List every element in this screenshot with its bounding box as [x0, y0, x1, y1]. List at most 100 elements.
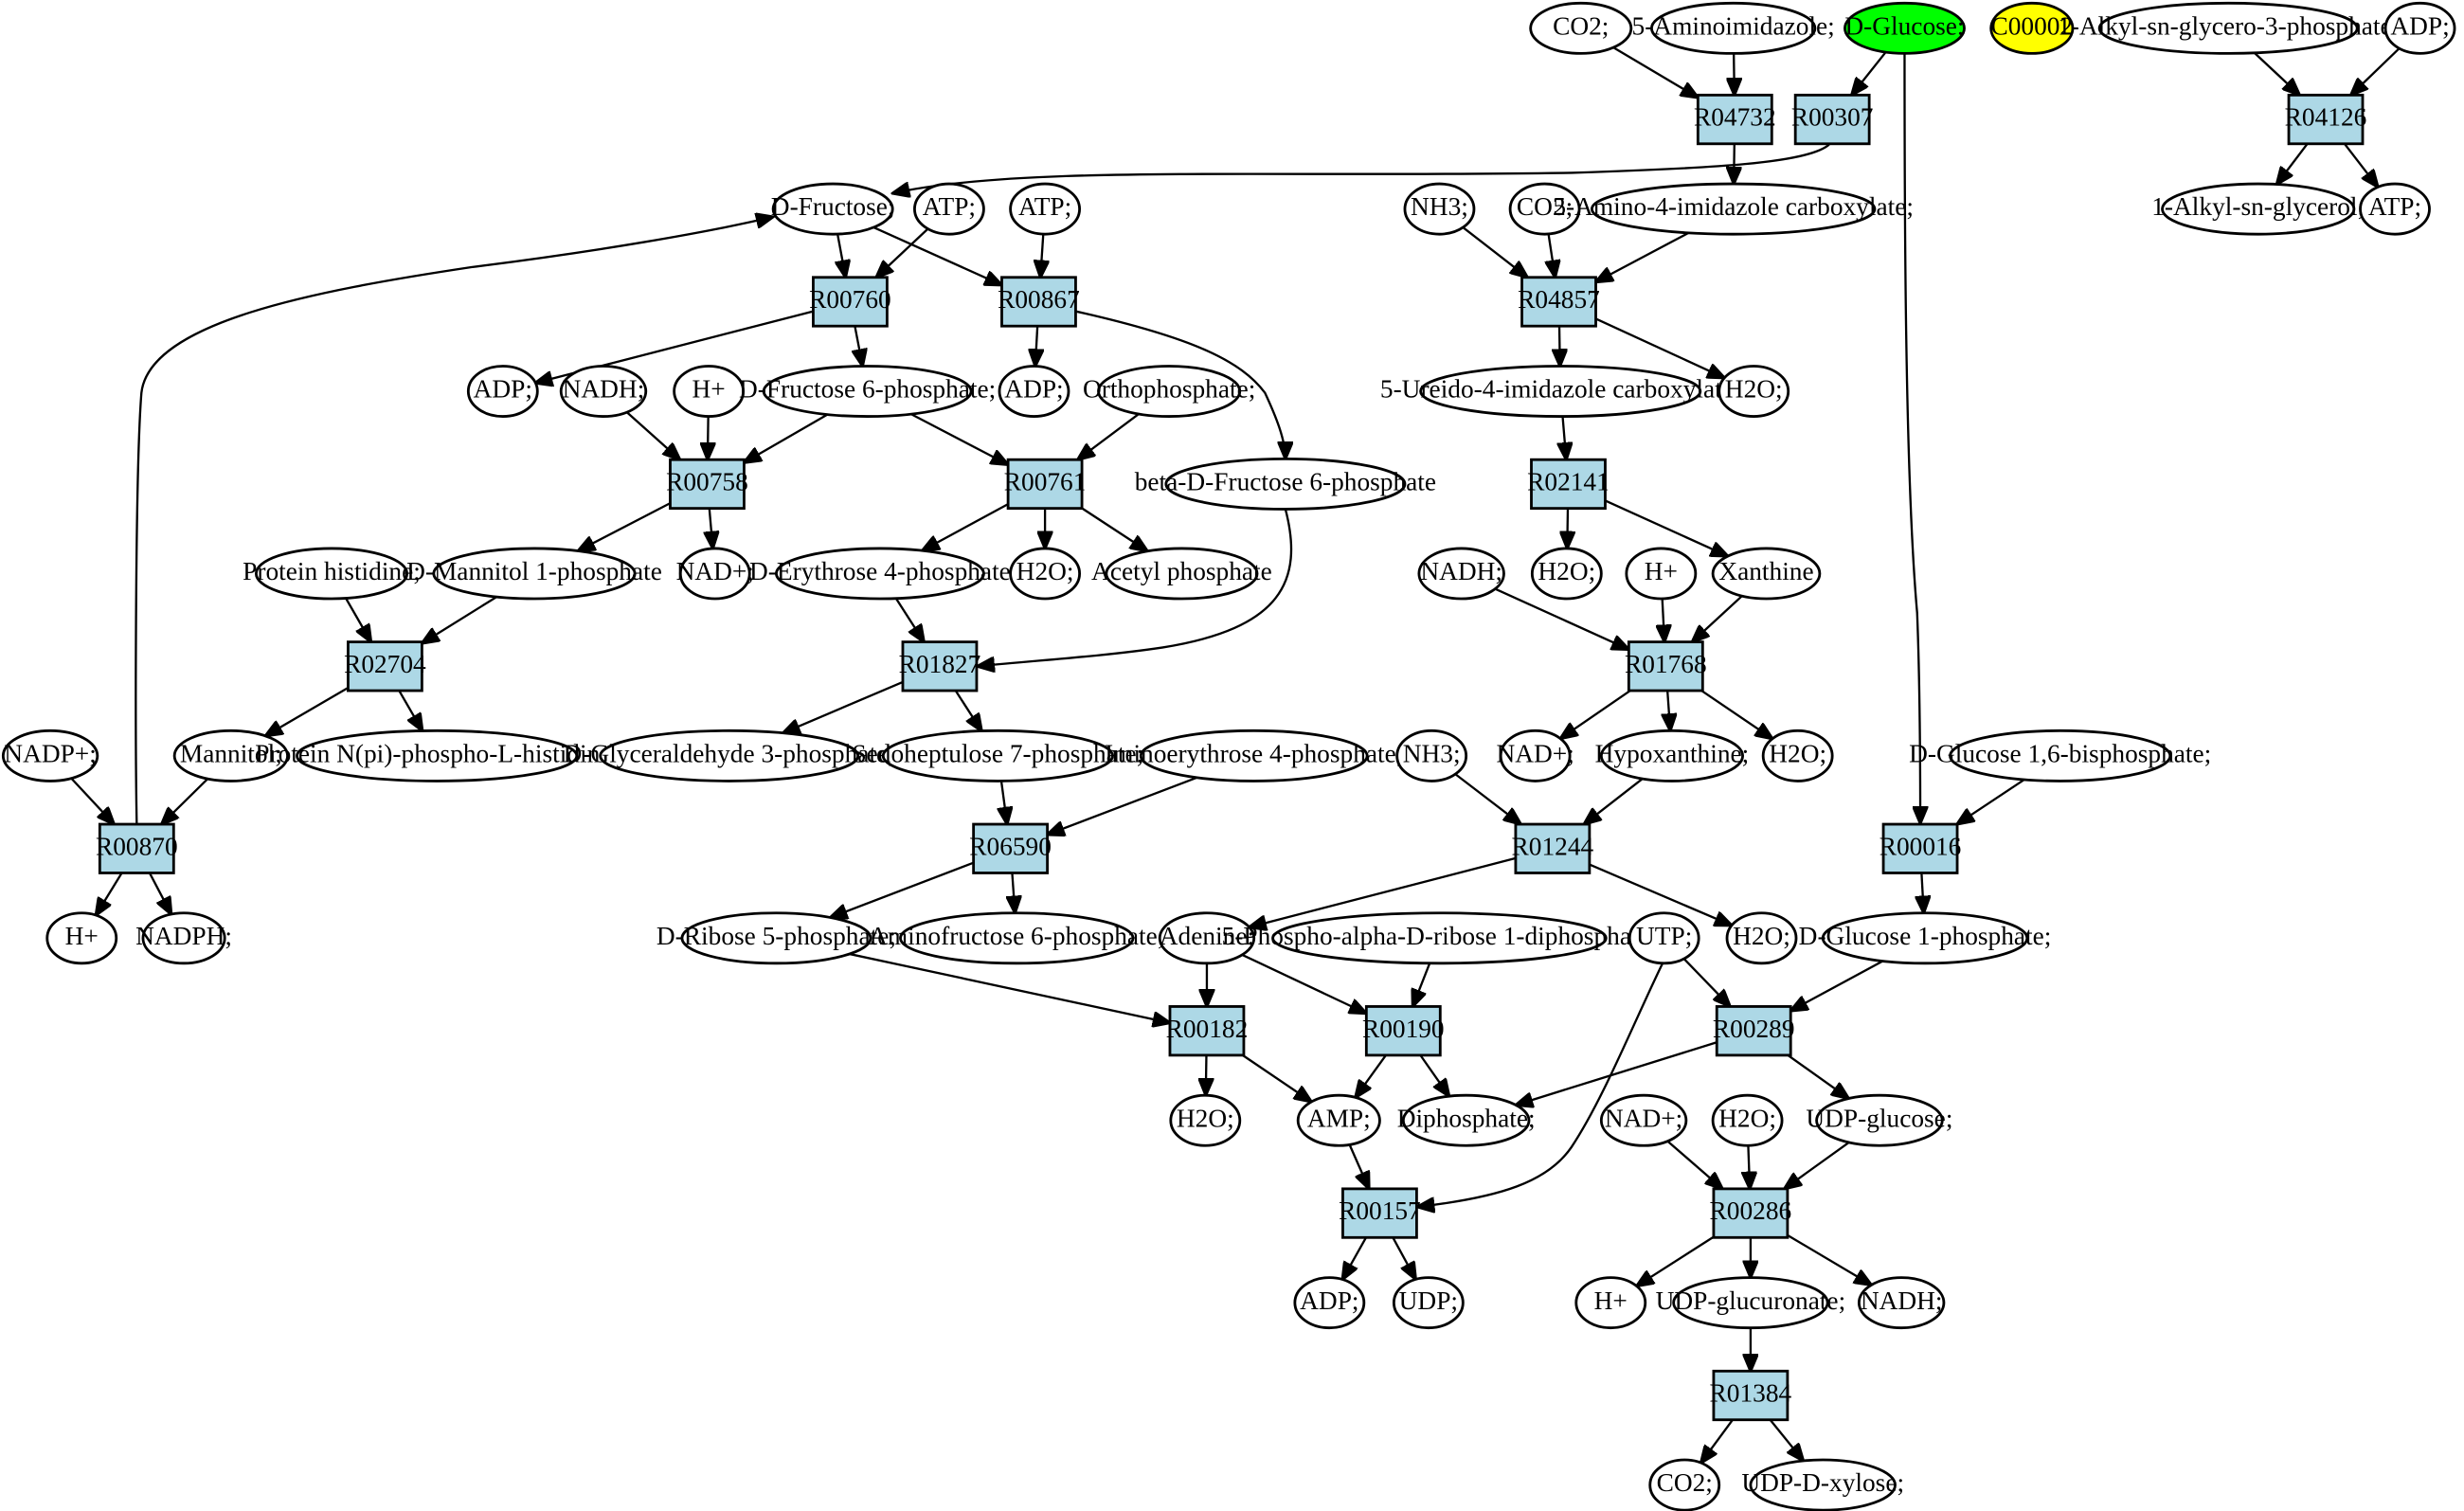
reaction-r00016[interactable]: R00016 — [1879, 822, 1962, 874]
reaction-box — [1520, 276, 1597, 328]
reaction-r00190[interactable]: R00190 — [1362, 1005, 1445, 1057]
compound-h2o-g[interactable]: H2O; — [1711, 1093, 1784, 1147]
compound-xanthine[interactable]: Xanthine — [1711, 547, 1822, 601]
compound-label: NH3; — [1403, 740, 1461, 768]
reaction-r02704[interactable]: R02704 — [344, 640, 426, 693]
compound-c00002[interactable]: C00002 — [1989, 1, 2075, 55]
reaction-r01768[interactable]: R01768 — [1625, 640, 1707, 693]
compound-nadh-a[interactable]: NADH; — [559, 365, 648, 418]
compound-nadplus-c[interactable]: NAD+; — [1599, 1093, 1688, 1147]
compound-adp-d[interactable]: ADP; — [1293, 1276, 1366, 1330]
compound-iminoerythrose4p[interactable]: Iminoerythrose 4-phosphate; — [1105, 729, 1403, 782]
compound-orthophosphate[interactable]: Orthophosphate; — [1083, 365, 1255, 418]
compound-udp[interactable]: UDP; — [1392, 1276, 1465, 1330]
reaction-r00870[interactable]: R00870 — [96, 822, 178, 874]
compound-udpglucuronate[interactable]: UDP-glucuronate; — [1656, 1276, 1846, 1330]
compound-h2o-d[interactable]: H2O; — [1761, 729, 1834, 782]
compound-proteinhistidine[interactable]: Protein histidine; — [243, 547, 421, 601]
compound-co2-b[interactable]: CO2; — [1508, 182, 1581, 236]
compound-h2o-a[interactable]: H2O; — [1718, 365, 1790, 418]
compound-mannitol1p[interactable]: D-Mannitol 1-phosphate — [406, 547, 662, 601]
compound-nh3-b[interactable]: NH3; — [1395, 729, 1468, 782]
reaction-box — [98, 822, 175, 874]
compound-nh3-a[interactable]: NH3; — [1403, 182, 1476, 236]
compound-acetylphosphate[interactable]: Acetyl phosphate — [1091, 547, 1272, 601]
compound-adenine[interactable]: Adenine; — [1158, 911, 1256, 965]
reaction-r00157[interactable]: R00157 — [1339, 1187, 1421, 1239]
compound-ellipse — [1403, 182, 1476, 236]
compound-hplus-c[interactable]: H+ — [45, 911, 118, 965]
edge-nadh_b-to-R01768 — [1494, 587, 1628, 650]
reaction-r00867[interactable]: R00867 — [998, 276, 1080, 328]
reaction-r01827[interactable]: R01827 — [899, 640, 981, 693]
compound-sedoheptulose7p[interactable]: Sedoheptulose 7-phosphate; — [852, 729, 1143, 782]
compound-hplus-b[interactable]: H+ — [1625, 547, 1698, 601]
compound-atp-c[interactable]: ATP; — [2359, 182, 2431, 236]
compound-h2o-c[interactable]: H2O; — [1530, 547, 1603, 601]
compound-hplus-d[interactable]: H+ — [1574, 1276, 1647, 1330]
compound-h2o-b[interactable]: H2O; — [1009, 547, 1082, 601]
compound-ellipse — [775, 547, 985, 601]
reaction-r00758[interactable]: R00758 — [666, 458, 748, 511]
compound-adp-c[interactable]: ADP; — [998, 365, 1070, 418]
compound-atp-b[interactable]: ATP; — [1009, 182, 1082, 236]
reaction-r00307[interactable]: R00307 — [1791, 93, 1874, 146]
compound-nadpplus[interactable]: NADP+; — [1, 729, 99, 782]
compound-nadph[interactable]: NADPH; — [135, 911, 232, 965]
compound-nadh-b[interactable]: NADH; — [1417, 547, 1505, 601]
compound-dfructose6p[interactable]: D-Fructose 6-phosphate; — [739, 365, 996, 418]
reaction-r00286[interactable]: R00286 — [1710, 1187, 1792, 1239]
compound-h2o-f[interactable]: H2O; — [1169, 1093, 1242, 1147]
compound-hplus-a[interactable]: H+ — [673, 365, 746, 418]
compound-atp-a[interactable]: ATP; — [913, 182, 985, 236]
reaction-r04857[interactable]: R04857 — [1518, 276, 1600, 328]
compound-erythrose4p[interactable]: D-Erythrose 4-phosphate — [749, 547, 1011, 601]
compound-udpxylose[interactable]: UDP-D-xylose; — [1741, 1458, 1904, 1511]
reaction-r02141[interactable]: R02141 — [1527, 458, 1610, 511]
compound-nadplus-b[interactable]: NAD+; — [1496, 729, 1574, 782]
compound-dglucose[interactable]: D-Glucose; — [1844, 1, 1966, 55]
compound-co2-a[interactable]: CO2; — [1529, 1, 1633, 55]
compound-utp[interactable]: UTP; — [1628, 911, 1700, 965]
compound-alkylglycero3p[interactable]: 1-Alkyl-sn-glycero-3-phosphate; — [2058, 1, 2399, 55]
compound-adp-a[interactable]: ADP; — [2383, 1, 2456, 55]
compound-aminofructose6p[interactable]: Aminofructose 6-phosphate; — [869, 911, 1164, 965]
edge-R00758-to-mannitol1p — [578, 502, 672, 550]
compound-mannitol[interactable]: Mannitol; — [172, 729, 289, 782]
compound-adp-b[interactable]: ADP; — [466, 365, 539, 418]
compound-ellipse — [1672, 1276, 1829, 1330]
compound-betafructose6p[interactable]: beta-D-Fructose 6-phosphate — [1135, 457, 1436, 511]
compound-alkylglycerol[interactable]: 1-Alkyl-sn-glycerol; — [2151, 182, 2365, 236]
reaction-box — [1000, 276, 1077, 328]
reaction-r01244[interactable]: R01244 — [1512, 822, 1594, 874]
reaction-r04126[interactable]: R04126 — [2285, 93, 2367, 146]
compound-aminoimidazolecarb[interactable]: 5-Amino-4-imidazole carboxylate; — [1553, 182, 1914, 236]
compound-h2o-e[interactable]: H2O; — [1725, 911, 1798, 965]
compound-diphosphate[interactable]: Diphosphate; — [1397, 1093, 1536, 1147]
compound-prpp[interactable]: 5-Phospho-alpha-D-ribose 1-diphosphate; — [1222, 911, 1658, 965]
compound-glyceraldehyde3p[interactable]: D-Glyceraldehyde 3-phosphate; — [564, 729, 895, 782]
reaction-r01384[interactable]: R01384 — [1710, 1369, 1792, 1422]
compound-hypoxanthine[interactable]: Hypoxanthine; — [1595, 729, 1750, 782]
reaction-r00761[interactable]: R00761 — [1004, 458, 1087, 511]
compound-dglucose16bp[interactable]: D-Glucose 1,6-bisphosphate; — [1909, 729, 2211, 782]
reaction-label: R00761 — [1004, 468, 1087, 496]
compound-dribose5p[interactable]: D-Ribose 5-phosphate; — [656, 911, 896, 965]
compound-label: 5-Amino-4-imidazole carboxylate; — [1553, 192, 1914, 221]
compound-amp[interactable]: AMP; — [1296, 1093, 1381, 1147]
reaction-r00182[interactable]: R00182 — [1166, 1005, 1249, 1057]
compound-co2-c[interactable]: CO2; — [1648, 1458, 1721, 1511]
compound-ellipse — [1529, 1, 1633, 55]
compound-udpglucose[interactable]: UDP-glucose; — [1806, 1093, 1952, 1147]
compound-nadh-c[interactable]: NADH; — [1857, 1276, 1946, 1330]
compound-dglucose1p[interactable]: D-Glucose 1-phosphate; — [1799, 911, 2052, 965]
compound-dfructose[interactable]: D-Fructose; — [771, 182, 895, 236]
compound-ureido[interactable]: 5-Ureido-4-imidazole carboxylate; — [1380, 365, 1741, 418]
reaction-r00760[interactable]: R00760 — [809, 276, 891, 328]
compound-proteinnpi[interactable]: Protein N(pi)-phospho-L-histidine; — [255, 729, 619, 782]
reaction-r06590[interactable]: R06590 — [969, 822, 1052, 874]
compound-nadplus-a[interactable]: NAD+; — [676, 547, 754, 601]
reaction-r04732[interactable]: R04732 — [1694, 93, 1776, 146]
reaction-r00289[interactable]: R00289 — [1713, 1005, 1795, 1057]
compound-aminoimidazole[interactable]: 5-Aminoimidazole; — [1632, 1, 1835, 55]
